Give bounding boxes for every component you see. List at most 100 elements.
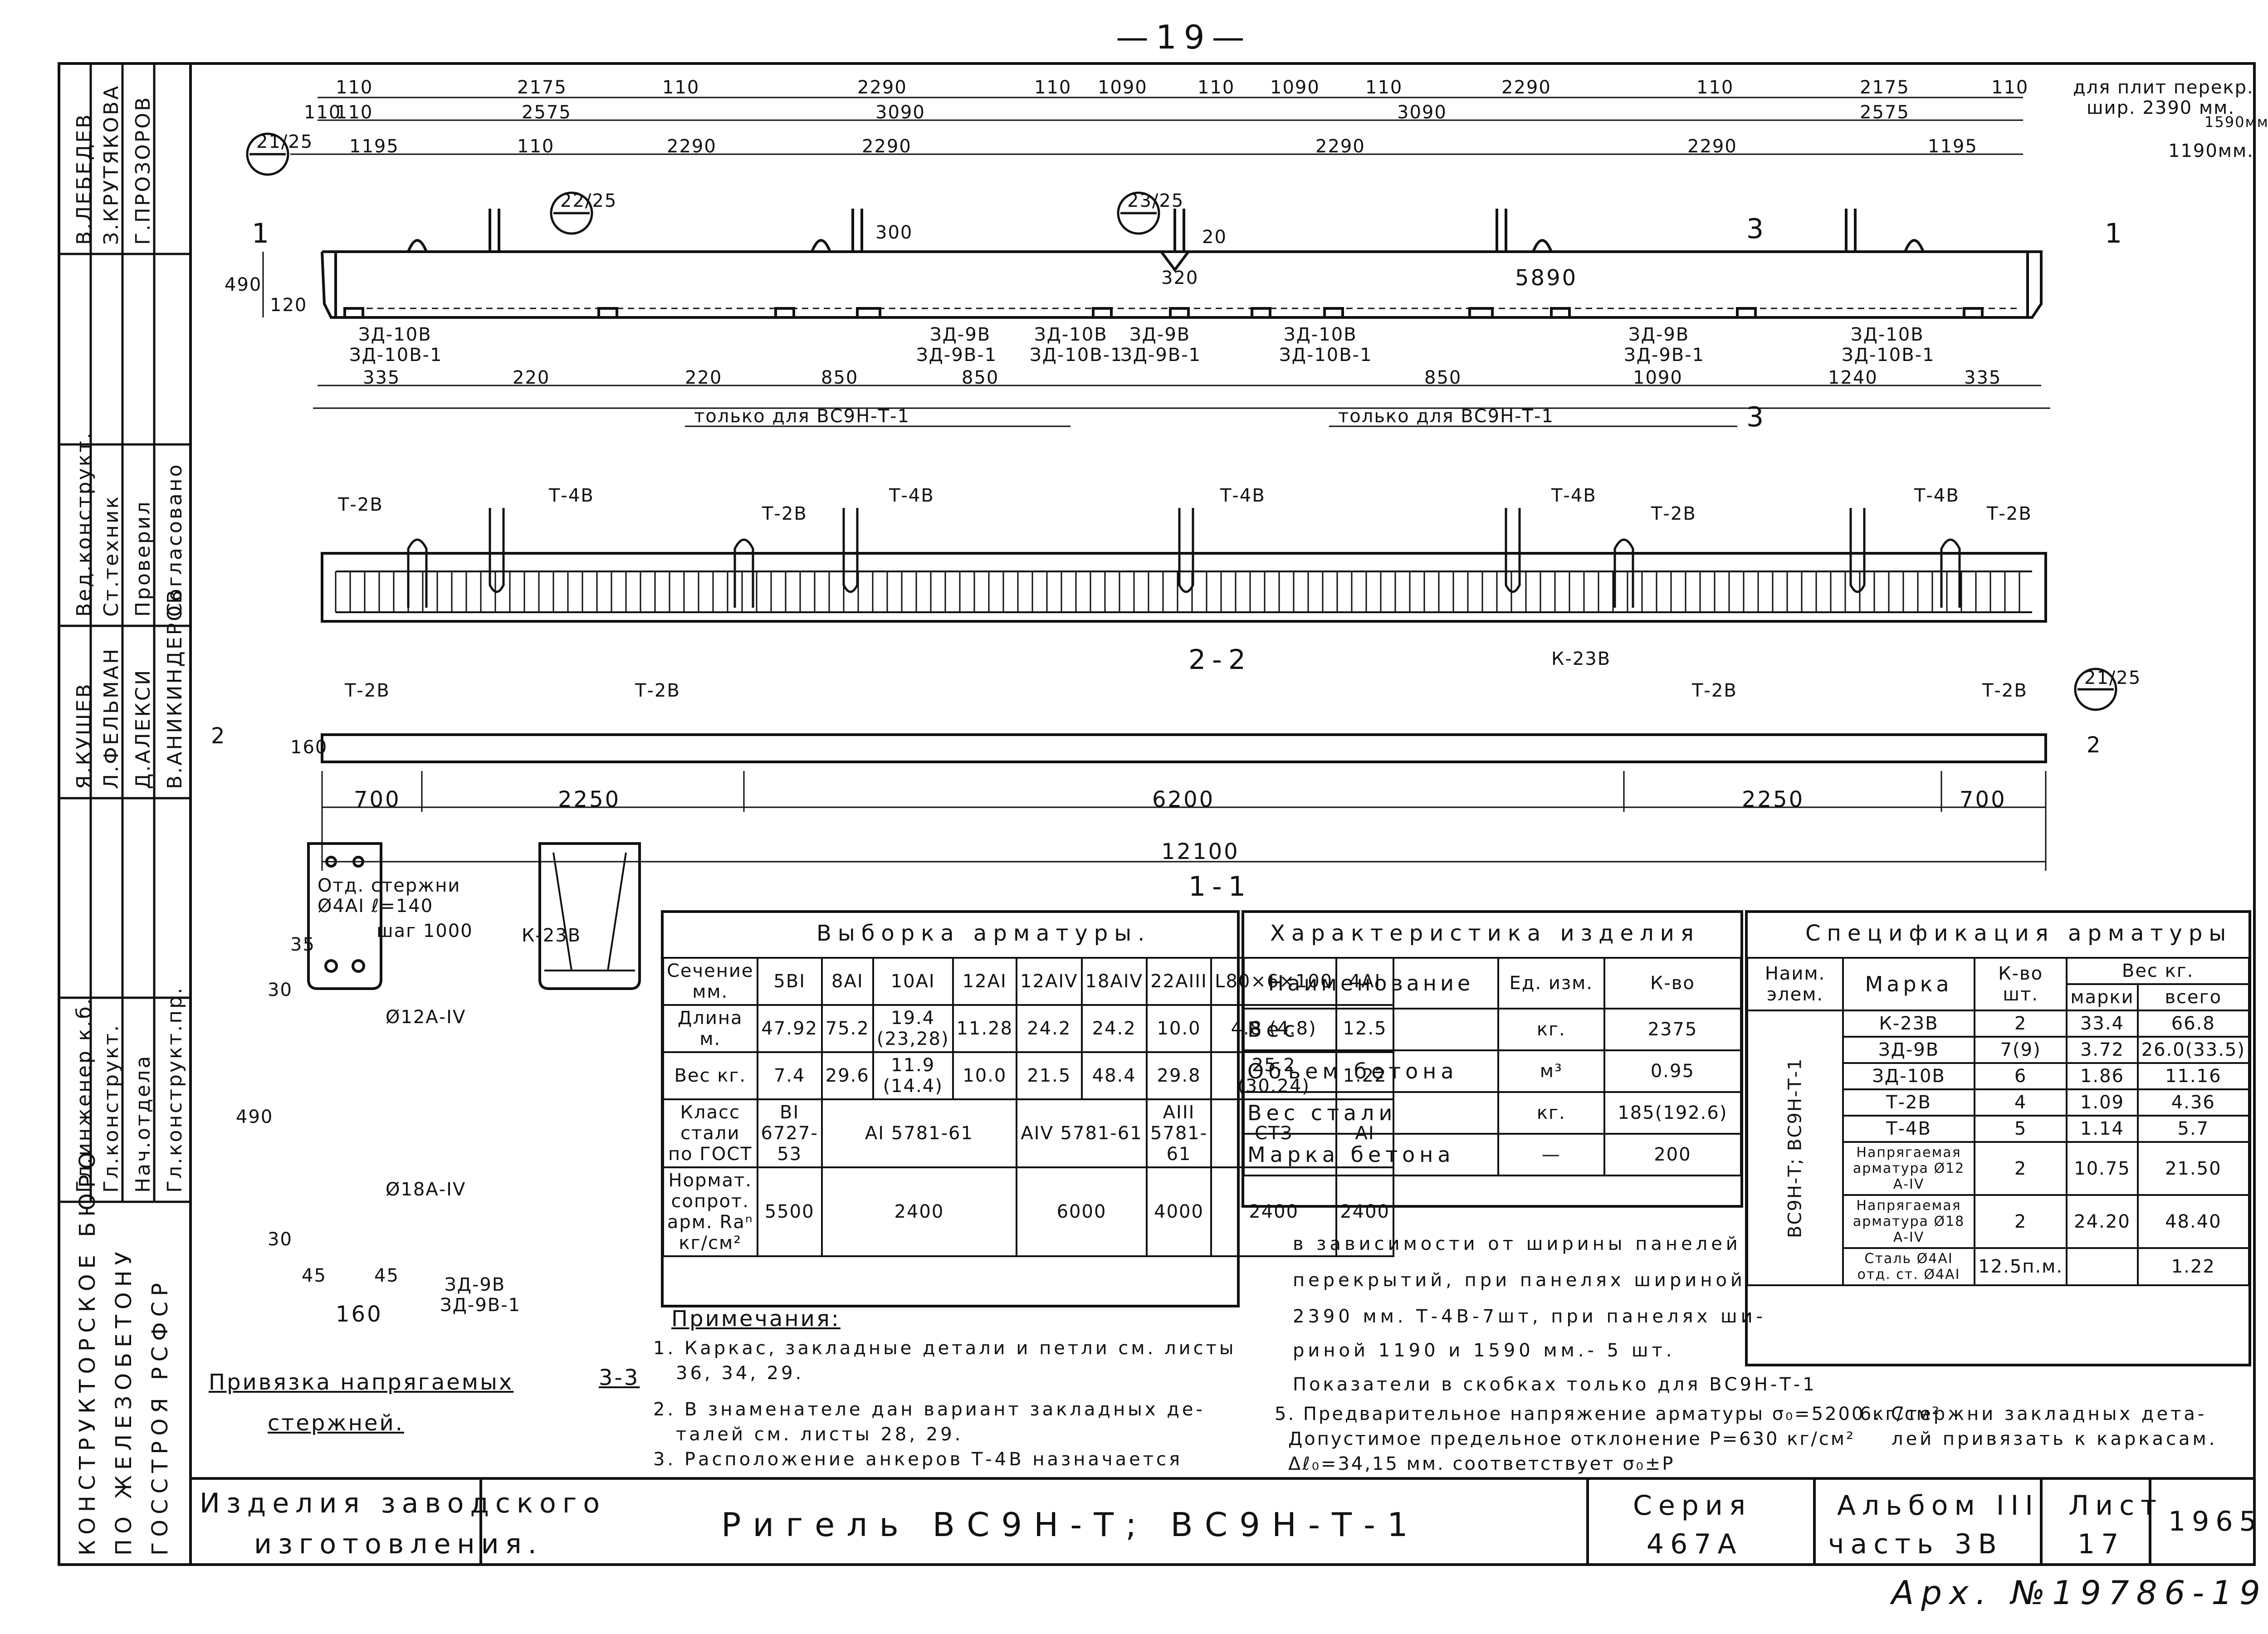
stamp-org: ГОССТРОЯ РСФСР [147, 1278, 173, 1556]
stamp-org: ПО ЖЕЛЕЗОБЕТОНУ [111, 1246, 137, 1556]
table-row: ВС9Н-Т; ВС9Н-Т-1 К-23В 2 33.4 66.8 [1747, 1010, 2250, 1285]
table-cell: 48.4 [1080, 1051, 1148, 1100]
stamp-name: Г.ПРОЗОРОВ [132, 95, 155, 245]
table-cell: 1.86 [2066, 1062, 2139, 1090]
table-cell: ЗД-9В [1842, 1036, 1975, 1064]
bar-label: Т-2В [1987, 503, 2032, 524]
table-header: Наим. элем. [1746, 957, 1844, 1011]
dim: 490 [236, 1107, 274, 1127]
dim: 2175 [1860, 77, 1910, 98]
bar-label: Т-4В [889, 485, 934, 506]
dim: 850 [821, 367, 859, 388]
table-cell: 1.14 [2066, 1115, 2139, 1143]
stamp-role: Проверил [132, 500, 155, 617]
table-cell: 4.36 [2136, 1088, 2250, 1117]
table-cell: — [1497, 1133, 1605, 1176]
row-label: Нормат. сопрот. арм. Rаⁿ кг/см² [662, 1166, 758, 1257]
table-cell: 0.95 [1603, 1049, 1742, 1093]
plan-dim: 6200 [1152, 787, 1215, 812]
dim-height: 490 [225, 274, 262, 295]
note-bars: шаг 1000 [376, 921, 473, 941]
stamp-name: В.ЛЕБЕДЕВ [73, 112, 96, 245]
table-cell: 3.72 [2066, 1036, 2139, 1064]
dim: 1195 [349, 136, 399, 157]
table-cell: 5 [1973, 1115, 2068, 1143]
table-cell: 75.2 [821, 1004, 874, 1053]
bar-12: Ø12А-IV [386, 1007, 466, 1028]
dim: 2290 [862, 136, 912, 157]
callout-23-25: 23/25 [1127, 190, 1184, 211]
char-table-title: Характеристика изделия [1270, 921, 1700, 946]
series-value: 467А [1647, 1528, 1743, 1560]
table-header: Вес кг. [2066, 957, 2250, 985]
dim: 30 [268, 1229, 293, 1250]
note-bars: Ø4АI ℓ=140 [318, 896, 434, 917]
dim: 1240 [1828, 367, 1878, 388]
table-row: Наим. элем. Марка К-во шт. Вес кг. [1746, 957, 2250, 1011]
dim-120: 120 [270, 295, 308, 316]
table-cell: 21.5 [1016, 1051, 1083, 1100]
row-label: Вес кг. [662, 1051, 758, 1100]
plan-dim: 700 [1960, 787, 2007, 812]
table-cell: 48.40 [2136, 1194, 2250, 1249]
part-label: ЗД-10В-1 [1842, 345, 1935, 366]
stamp-role: Нач.отдела [132, 1054, 155, 1193]
table-cell: 12.5п.м. [1973, 1247, 2068, 1286]
callout-21-25: 21/25 [256, 132, 313, 152]
table-row: Сталь Ø4АI отд. ст. Ø4АI 12.5п.м. 1.22 [1747, 1247, 2250, 1286]
note-line: 2390 мм. Т-4В-7шт, при панелях ши- [1293, 1306, 1766, 1327]
note-width: шир. 2390 мм. [2087, 98, 2235, 118]
table-cell: 2 [1973, 1010, 2068, 1038]
dim: 1090 [1098, 77, 1148, 98]
table-cell: Марка бетона [1243, 1133, 1499, 1176]
table-cell: Напрягаемая арматура Ø18 А-IV [1842, 1194, 1975, 1249]
table-header: К-во шт. [1973, 957, 2068, 1011]
dim: 3090 [1397, 102, 1447, 123]
table-cell: 66.8 [2136, 1010, 2250, 1038]
dim: 110 [1696, 77, 1734, 98]
sampling-table-title: Выборка арматуры. [816, 921, 1151, 946]
table-cell: 29.8 [1145, 1051, 1212, 1100]
table-cell: 24.2 [1016, 1004, 1083, 1053]
table-header: Сечение мм. [662, 957, 758, 1006]
caption-binding2: стержней. [268, 1410, 404, 1436]
table-cell: АIII 5781-61 [1145, 1098, 1212, 1168]
table-row: Марка бетона — 200 [1243, 1133, 1742, 1176]
section-title-3-3: 3-3 [599, 1365, 640, 1390]
section-title-2-2: 2-2 [1188, 644, 1252, 676]
table-cell: 47.92 [756, 1004, 823, 1053]
table-cell: 6 [1973, 1062, 2068, 1090]
dim: 110 [336, 77, 373, 98]
table-cell: 200 [1603, 1133, 1742, 1176]
section-mark-3: 3 [1746, 213, 1770, 245]
table-cell: 2400 [821, 1166, 1018, 1257]
table-cell: Напрягаемая арматура Ø12 А-IV [1842, 1141, 1975, 1196]
dim: 1090 [1270, 77, 1320, 98]
note-line: 1. Каркас, закладные детали и петли см. … [653, 1338, 1237, 1359]
dim: 45 [302, 1265, 327, 1286]
table-cell: К-23В [1842, 1010, 1975, 1038]
note-line: в зависимости от ширины панелей [1293, 1234, 1741, 1254]
note-line: Допустимое предельное отклонение P=630 к… [1288, 1429, 1856, 1449]
dim: 1090 [1633, 367, 1683, 388]
dim: 2290 [1687, 136, 1737, 157]
table-cell: АI 5781-61 [821, 1098, 1018, 1168]
table-cell: 33.4 [2066, 1010, 2139, 1038]
table-cell: 4 [1973, 1088, 2068, 1117]
section-mark-2: 2 [211, 723, 227, 749]
dim: 335 [363, 367, 401, 388]
dim: 2175 [517, 77, 567, 98]
drawing-title: Ригель ВС9Н-Т; ВС9Н-Т-1 [721, 1506, 1420, 1544]
table-row: Т-2В 4 1.09 4.36 [1747, 1088, 2250, 1117]
note-line: 3. Расположение анкеров Т-4В назначается [653, 1449, 1183, 1470]
table-cell: Т-2В [1842, 1088, 1975, 1117]
table-cell: 2400 [1335, 1166, 1394, 1257]
part-label: ЗД-10В-1 [1279, 345, 1373, 366]
spec-table-title: Спецификация арматуры [1805, 921, 2233, 946]
note-line: перекрытий, при панелях шириной [1293, 1270, 1746, 1291]
table-cell: Вес [1243, 1008, 1499, 1051]
frame-label: К-23В [1551, 649, 1611, 669]
table-cell: кг. [1497, 1008, 1605, 1051]
